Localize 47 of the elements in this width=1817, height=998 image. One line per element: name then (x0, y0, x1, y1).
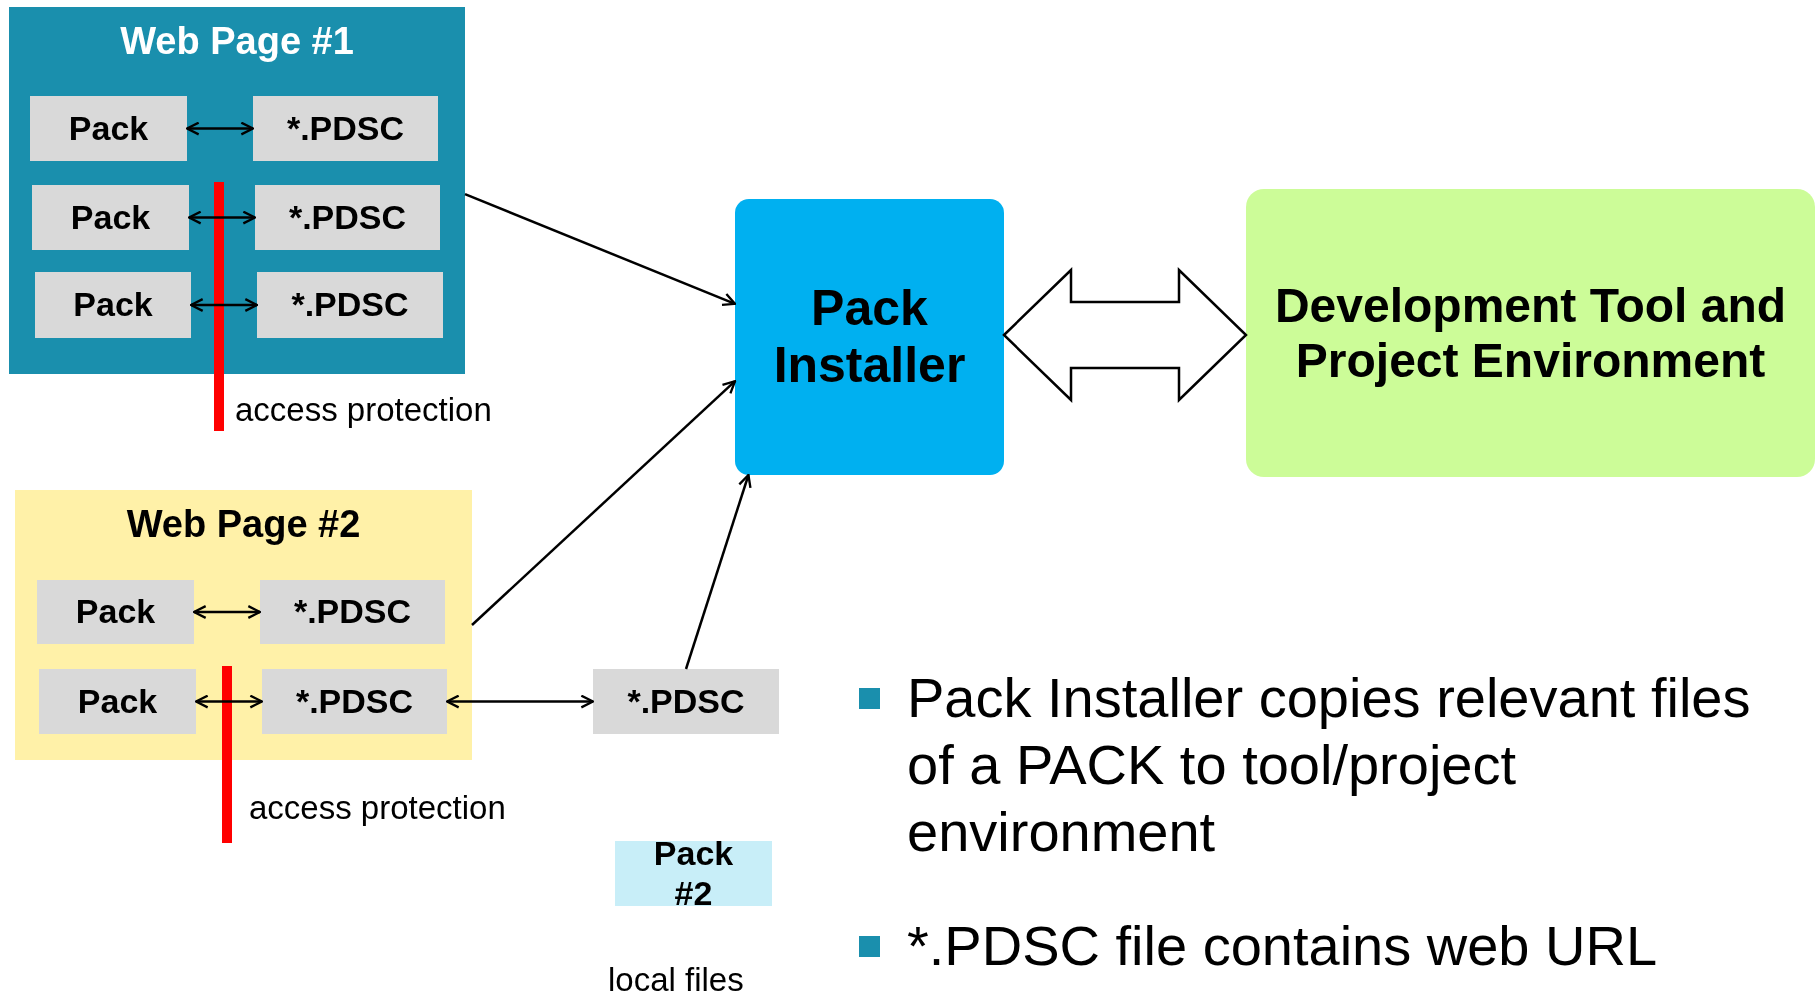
barrier-label: access protection (249, 788, 506, 828)
arrow (471, 380, 737, 626)
file-box (255, 185, 440, 250)
box-label: *.PDSC (286, 108, 405, 149)
panel-title: Web Page #1 (120, 19, 354, 64)
barrier-label: access protection (235, 390, 492, 430)
box-label: Pack (70, 197, 151, 238)
arrow (185, 121, 255, 136)
file-box (30, 96, 187, 161)
box-label: Development Tool and Project Environment (1273, 277, 1788, 389)
box-label: Pack Installer (772, 279, 967, 395)
web-page-panel (15, 490, 472, 760)
file-box (35, 272, 191, 338)
bullet-text: *.PDSC file contains web URL (907, 913, 1658, 979)
box-label: Pack (75, 592, 156, 632)
file-box (39, 669, 196, 734)
tool-box (1246, 189, 1815, 477)
box-label: *.PDSC (288, 197, 407, 238)
arrow (445, 694, 595, 709)
arrow (192, 605, 262, 619)
box-label: Pack (73, 285, 153, 325)
box-label: *.PDSC (291, 285, 409, 325)
location-label: local files (608, 960, 744, 998)
box-label: *.PDSC (295, 681, 414, 722)
box-label: *.PDSC (627, 681, 745, 722)
file-box (257, 272, 443, 338)
arrow (189, 298, 259, 312)
file-box (262, 669, 447, 734)
box-label: Pack #2 (652, 834, 735, 913)
box-label: *.PDSC (293, 592, 412, 632)
file-box (37, 580, 194, 644)
file-box (253, 96, 438, 161)
panel-title: Web Page #2 (126, 502, 361, 547)
double-block-arrow (1002, 267, 1248, 403)
arrow (194, 694, 264, 709)
bullet-text: Pack Installer copies relevant files of a PACK to tool/project environment (907, 665, 1752, 866)
box-label: Pack (68, 108, 149, 149)
arrow (684, 473, 752, 670)
web-page-panel (9, 7, 465, 374)
box-label: Pack (77, 681, 158, 722)
file-box (32, 185, 189, 250)
installer-box (735, 199, 1004, 475)
file-box (593, 669, 779, 734)
file-box (615, 841, 772, 906)
file-box (260, 580, 445, 644)
arrow (464, 193, 737, 307)
arrow (187, 210, 257, 225)
